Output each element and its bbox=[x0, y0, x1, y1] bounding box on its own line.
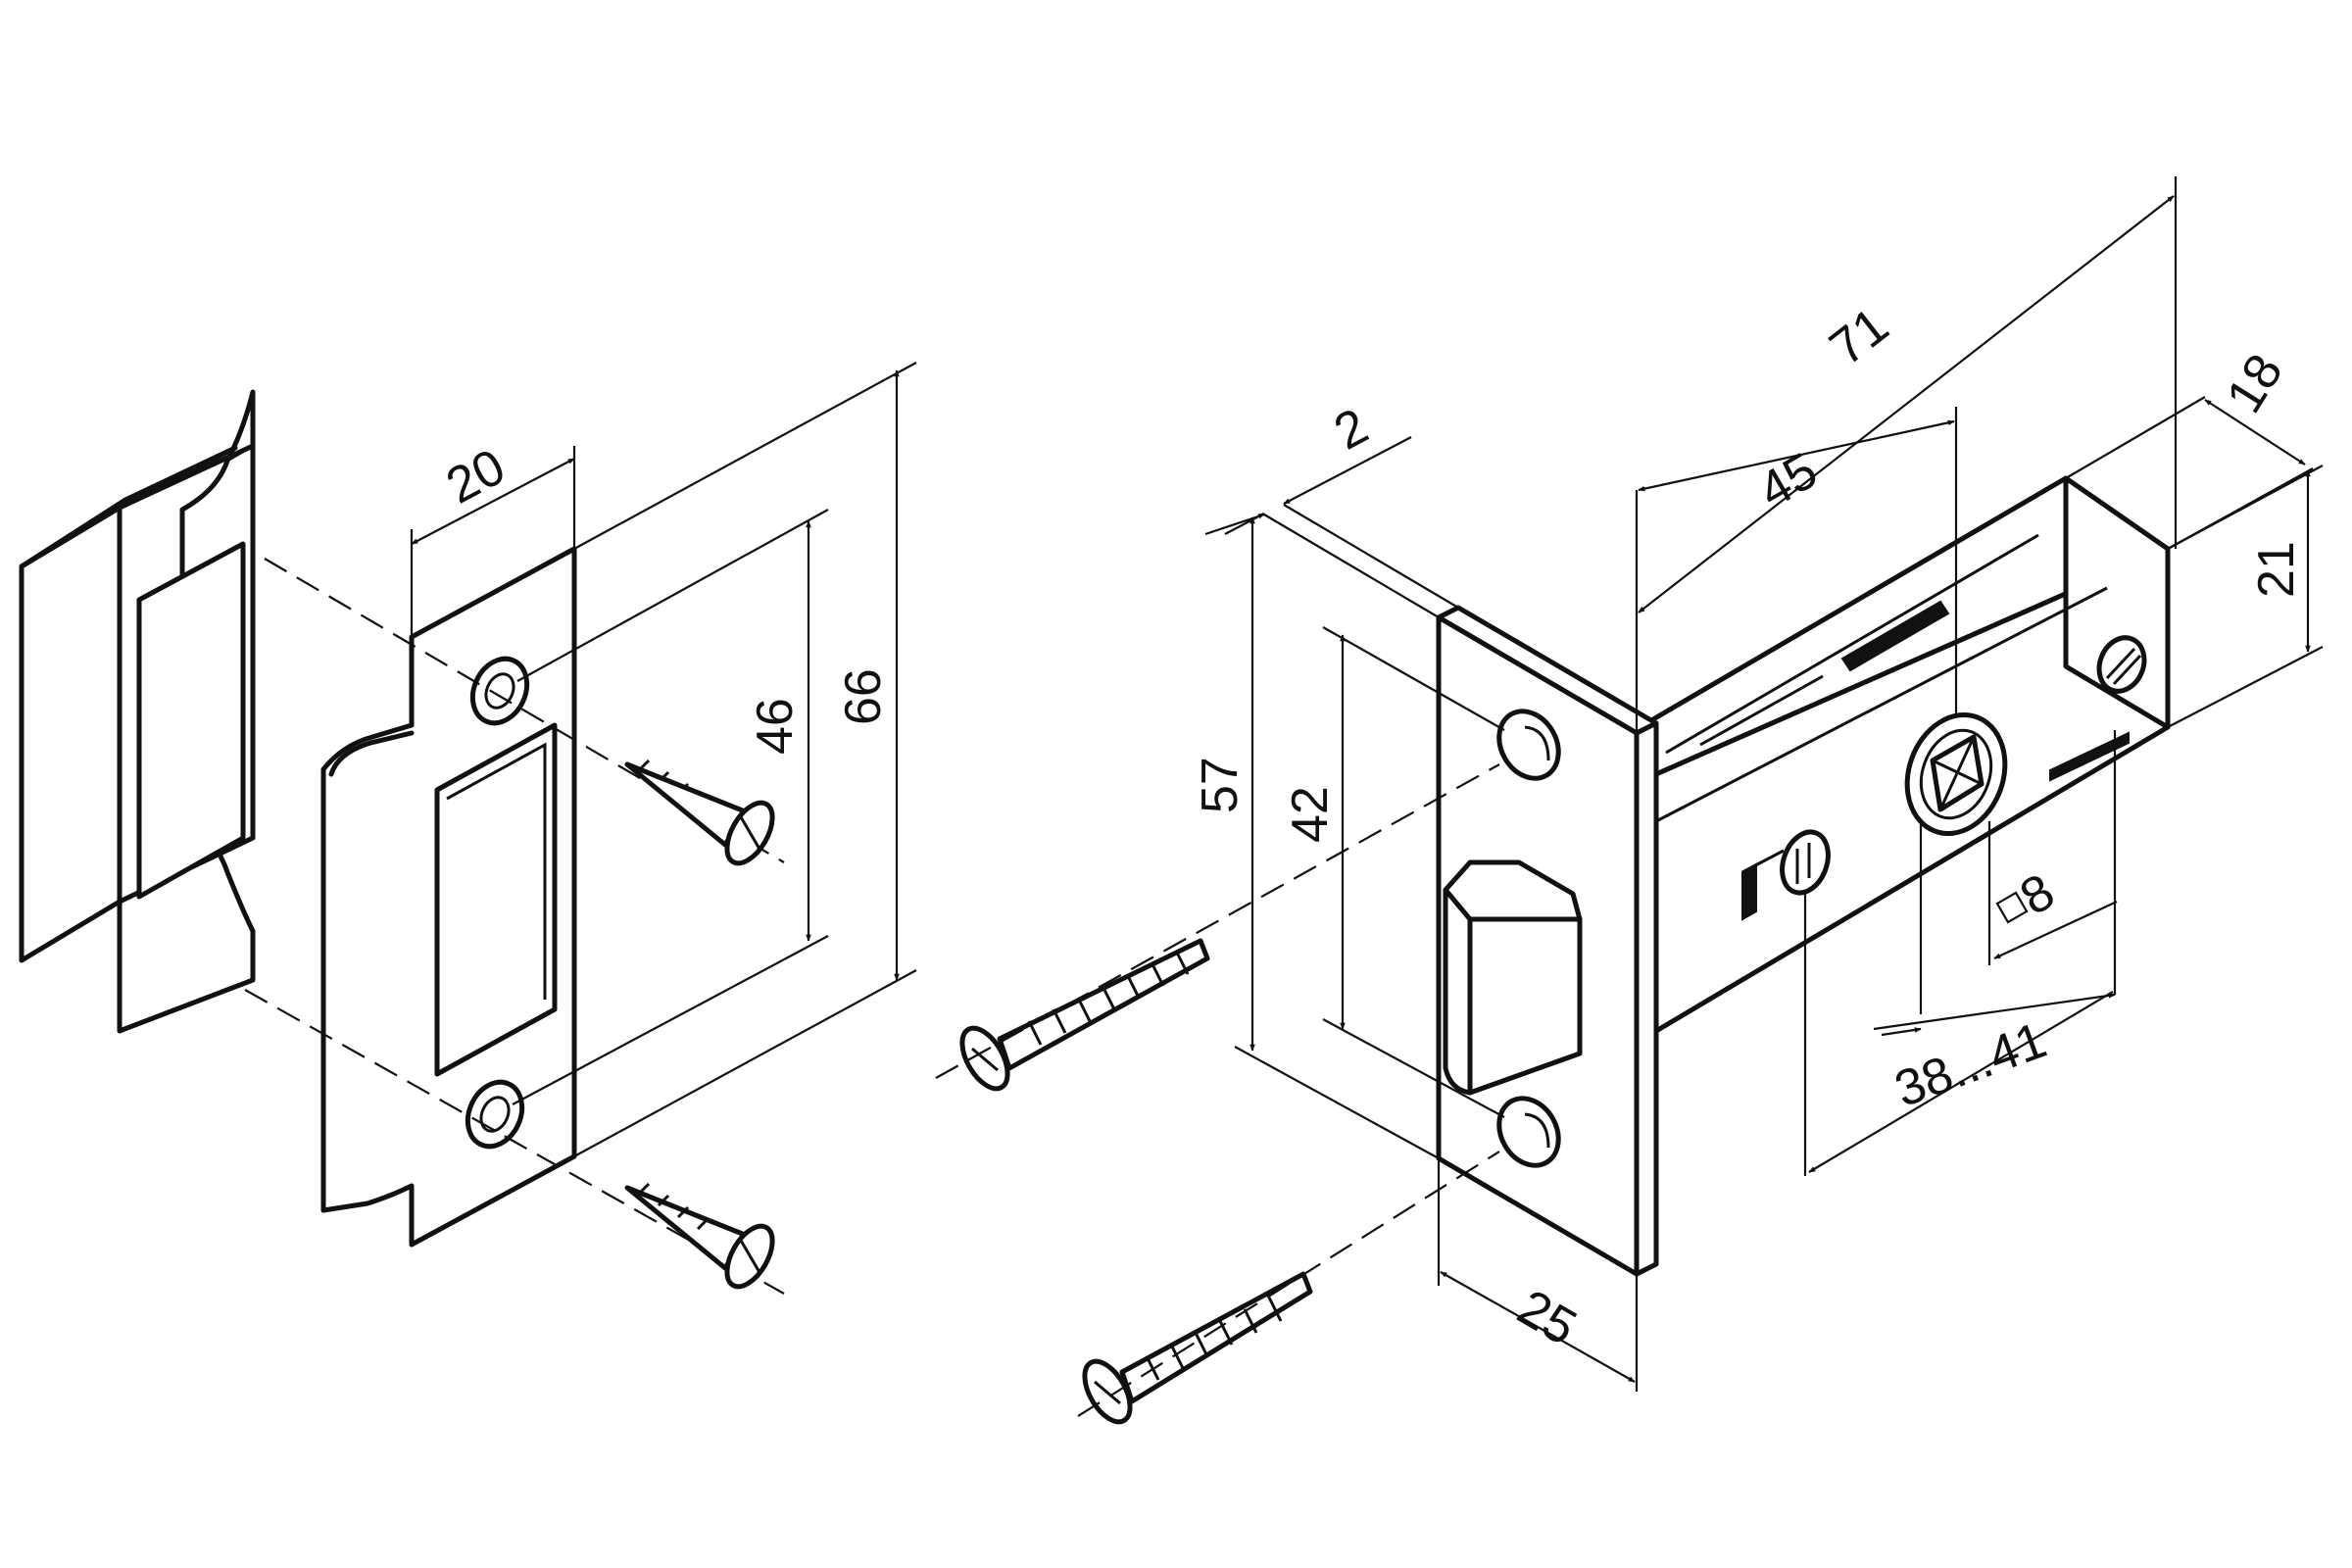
label-faceplate-height: 57 bbox=[1192, 757, 1249, 813]
faceplate-bottom-hole bbox=[1496, 1096, 1561, 1168]
latch-bolt bbox=[1443, 859, 1583, 1096]
latch-screw-bottom bbox=[1082, 1271, 1313, 1425]
strike-plate bbox=[320, 546, 577, 1248]
strike-box bbox=[19, 389, 256, 1034]
label-strike-width: 20 bbox=[437, 438, 514, 514]
latch-spindle-hub bbox=[1904, 711, 2008, 837]
dimension-faceplate-height: 57 bbox=[1192, 513, 1440, 1159]
latch-case bbox=[1643, 475, 2171, 1034]
label-backset: 45 bbox=[1749, 442, 1827, 519]
label-faceplate-thickness: 2 bbox=[1325, 398, 1377, 462]
label-strike-height: 66 bbox=[835, 668, 892, 725]
strike-plate-bottom-hole bbox=[465, 1079, 525, 1150]
latch-case-front-hole bbox=[1741, 829, 1831, 921]
dimension-case-height: 21 bbox=[2167, 465, 2324, 728]
label-door-thickness: 38...41 bbox=[1887, 1011, 2053, 1118]
label-backset-total: 71 bbox=[1820, 297, 1899, 376]
label-strike-hole-spacing: 46 bbox=[747, 698, 804, 755]
strike-plate-latch-opening bbox=[434, 722, 558, 1077]
dimension-strike-hole-spacing: 46 bbox=[512, 509, 829, 1105]
label-faceplate-width: 25 bbox=[1508, 1279, 1586, 1356]
dimension-spindle-square: 8 bbox=[1987, 821, 2118, 965]
strike-screw-bottom bbox=[624, 1182, 775, 1290]
faceplate-top-hole bbox=[1496, 709, 1561, 781]
dimension-faceplate-hole-spacing: 42 bbox=[1282, 626, 1505, 1118]
label-case-height: 21 bbox=[2248, 541, 2305, 598]
latch-faceplate bbox=[1436, 605, 1659, 1277]
strike-plate-top-hole bbox=[469, 656, 530, 726]
label-faceplate-hole-spacing: 42 bbox=[1282, 786, 1339, 843]
latch-screw-top bbox=[959, 938, 1210, 1092]
square-symbol bbox=[1995, 891, 2029, 924]
dimension-faceplate-thickness: 2 bbox=[1224, 398, 1459, 618]
strike-screw-top bbox=[624, 759, 775, 866]
label-case-depth: 18 bbox=[2216, 345, 2294, 423]
latch-case-rear-hole bbox=[2096, 635, 2147, 694]
dimension-strike-height: 66 bbox=[573, 362, 917, 1157]
